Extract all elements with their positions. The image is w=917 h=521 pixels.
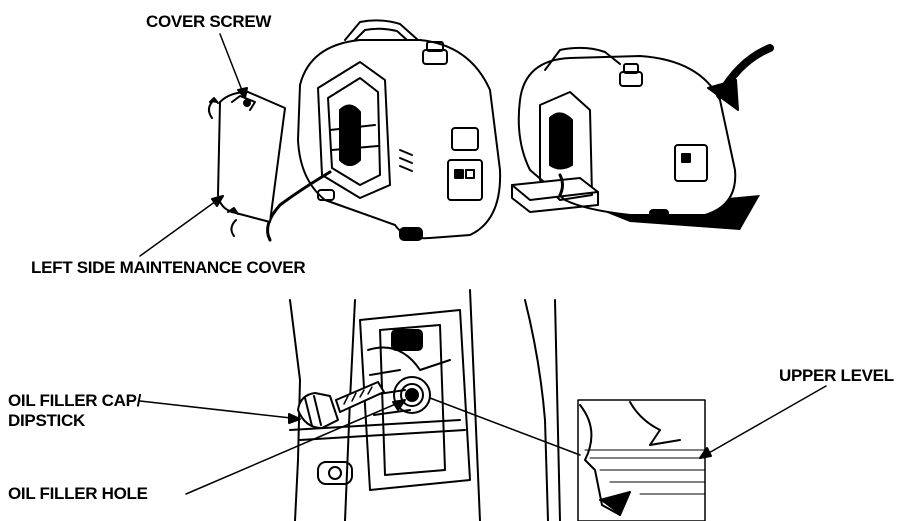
oil-filler-closeup xyxy=(289,289,706,521)
generator-tilted-illustration xyxy=(511,44,774,230)
cover-screw-label: COVER SCREW xyxy=(146,12,272,31)
leader-left-cover xyxy=(139,195,224,257)
oil-filler-hole-label: OIL FILLER HOLE xyxy=(8,484,148,503)
leader-oil-filler-cap xyxy=(139,400,301,424)
leader-oil-filler-hole xyxy=(185,399,406,495)
oil-filler-cap-label: OIL FILLER CAP/ xyxy=(8,391,142,410)
left-side-maintenance-cover-label: LEFT SIDE MAINTENANCE COVER xyxy=(31,258,306,277)
leader-cover-screw xyxy=(219,33,248,99)
dipstick-label: DIPSTICK xyxy=(8,411,85,430)
generator-open-illustration xyxy=(208,19,502,242)
upper-level-label: UPPER LEVEL xyxy=(779,366,894,385)
leader-upper-level xyxy=(699,385,827,459)
